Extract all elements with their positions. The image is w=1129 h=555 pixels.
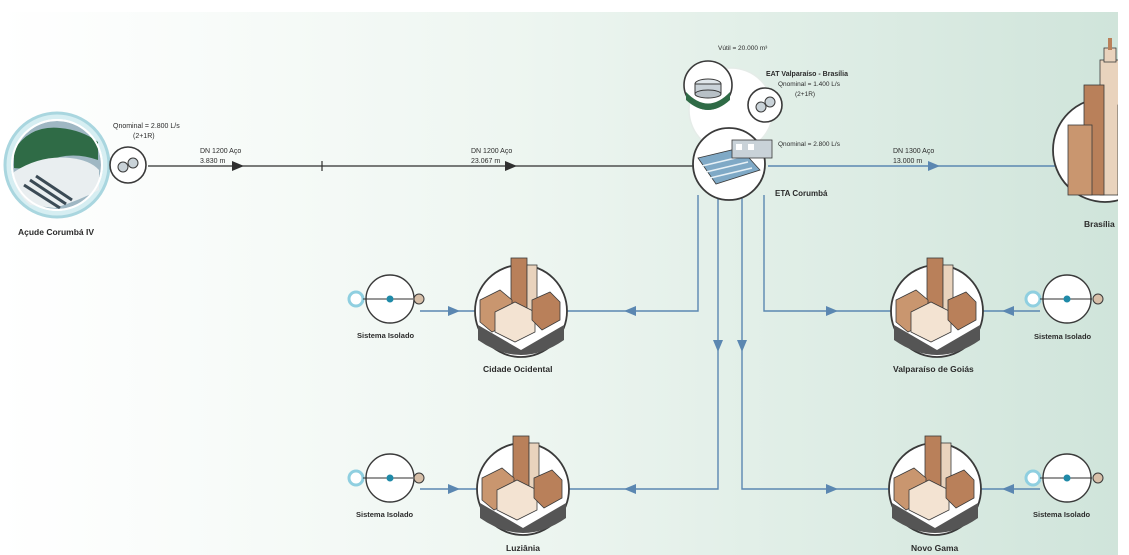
pipe-to-novo-gama: [741, 198, 890, 490]
reservoir-volume-label: Vútil = 20.000 m³: [718, 45, 768, 52]
novo-gama-city-icon: [888, 435, 982, 536]
pipe-3-spec: DN 1300 Aço: [893, 148, 934, 155]
flow-arrow-icon: [1002, 306, 1014, 316]
valparaiso-city-icon: [890, 257, 984, 358]
source-units-label: (2+1R): [133, 133, 155, 140]
eat-units-label: (2+1R): [795, 91, 815, 98]
luziania-city-icon: [476, 435, 570, 536]
eat-pump-icon: [747, 87, 783, 123]
isolated-system-icon: [347, 453, 425, 503]
eat-name-label: EAT Valparaíso - Brasília: [766, 71, 848, 78]
pipe-2-length: 23.067 m: [471, 158, 500, 165]
pipe-to-cidade-ocidental: [566, 195, 699, 312]
flow-arrow-icon: [1002, 484, 1014, 494]
flow-arrow-icon: [505, 161, 517, 171]
eat-flow-label: Qnominal = 1.400 L/s: [778, 81, 841, 88]
flow-arrow-icon: [448, 484, 460, 494]
isolado-label-4: Sistema Isolado: [1033, 510, 1091, 519]
isolated-system-icon: [1024, 453, 1104, 503]
flow-arrow-icon: [232, 161, 244, 171]
eta-flow-label: Qnominal = 2.800 L/s: [778, 141, 841, 148]
pipe-3-length: 13.000 m: [893, 158, 922, 165]
eta-label: ETA Corumbá: [775, 189, 828, 198]
pump-station-icon: [109, 146, 147, 184]
novo-gama-label: Novo Gama: [911, 543, 959, 553]
valparaiso-label: Valparaíso de Goiás: [893, 364, 974, 374]
flow-arrow-icon: [624, 306, 636, 316]
flow-arrow-icon: [448, 306, 460, 316]
pipe-to-luziania: [568, 198, 719, 490]
flow-arrow-icon: [928, 161, 940, 171]
pipe-to-valparaiso: [763, 195, 892, 312]
pipe-1-length: 3.830 m: [200, 158, 225, 165]
flow-arrow-icon: [826, 484, 838, 494]
cidade-ocidental-city-icon: [474, 257, 568, 358]
water-treatment-plant-icon: [692, 127, 773, 201]
isolado-label-2: Sistema Isolado: [356, 510, 414, 519]
source-label: Açude Corumbá IV: [18, 227, 94, 237]
flow-arrow-icon: [713, 340, 723, 352]
right-edge-mask: [1118, 12, 1129, 555]
brasilia-city-icon: [1052, 38, 1129, 203]
isolated-system-icon: [1024, 274, 1104, 324]
isolado-label-3: Sistema Isolado: [1034, 332, 1092, 341]
pipe-2-spec: DN 1200 Aço: [471, 148, 512, 155]
reservoir-dam-icon: [3, 111, 111, 219]
flow-arrow-icon: [826, 306, 838, 316]
flow-arrow-icon: [624, 484, 636, 494]
reservoir-tank-icon: [683, 60, 733, 110]
cidade-ocidental-label: Cidade Ocidental: [483, 364, 552, 374]
brasilia-label: Brasília: [1084, 219, 1115, 229]
flow-arrow-icon: [737, 340, 747, 352]
pipe-1-spec: DN 1200 Aço: [200, 148, 241, 155]
isolado-label-1: Sistema Isolado: [357, 331, 415, 340]
luziania-label: Luziânia: [506, 543, 540, 553]
source-flow-label: Qnominal = 2.800 L/s: [113, 123, 180, 130]
isolated-system-icon: [347, 274, 425, 324]
